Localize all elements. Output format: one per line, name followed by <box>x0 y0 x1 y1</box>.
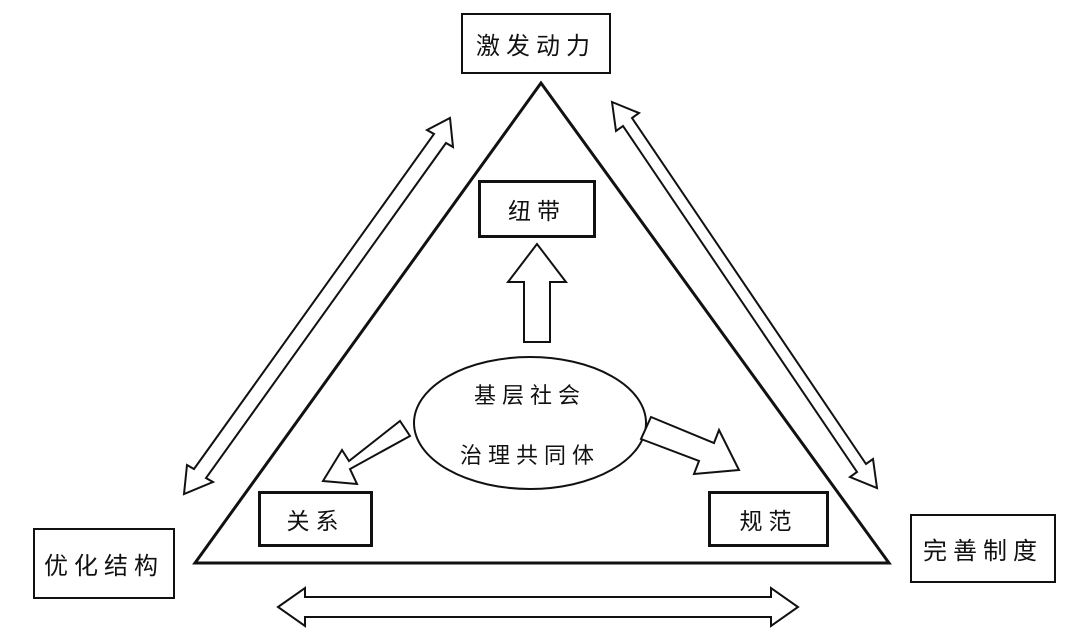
node-left-label: 优化结构 <box>44 552 164 580</box>
inner-node-top-label: 纽带 <box>508 199 566 225</box>
double-arrow-bottom-edge <box>276 586 800 628</box>
arrow-to-left <box>321 419 412 486</box>
arrow-to-top <box>505 242 569 343</box>
node-right: 完善制度 <box>910 514 1056 583</box>
node-top-label: 激发动力 <box>476 32 596 60</box>
node-left: 优化结构 <box>33 528 175 599</box>
inner-node-left: 关系 <box>258 491 373 547</box>
inner-node-left-label: 关系 <box>286 509 345 535</box>
node-top: 激发动力 <box>461 13 611 74</box>
arrow-to-right <box>639 415 741 476</box>
inner-node-top: 纽带 <box>478 180 596 238</box>
double-arrow-right-edge <box>610 100 879 490</box>
center-label-line2: 治理共同体 <box>459 444 600 469</box>
center-ellipse <box>413 356 647 490</box>
center-label-line1: 基层社会 <box>473 384 586 409</box>
inner-node-right-label: 规范 <box>739 509 798 535</box>
main-triangle <box>192 80 892 565</box>
double-arrow-left-edge <box>182 116 455 496</box>
inner-node-right: 规范 <box>708 491 829 547</box>
node-right-label: 完善制度 <box>923 537 1043 565</box>
